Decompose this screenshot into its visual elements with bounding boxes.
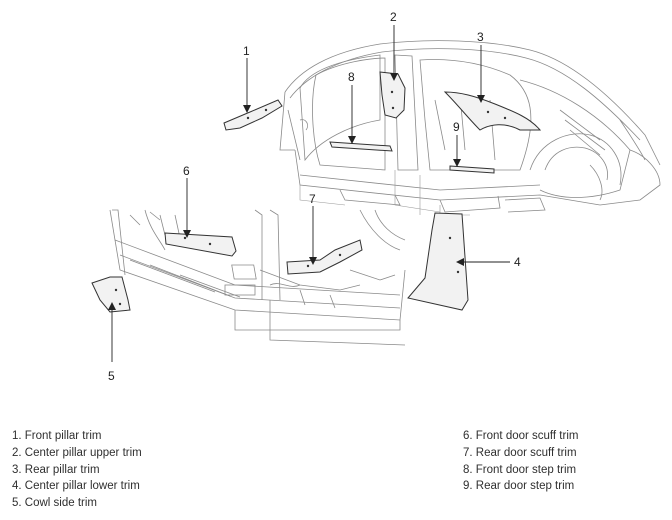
callout-2: 2 [390,10,397,24]
center-pillar-lower-trim-part [407,212,469,311]
callout-9: 9 [453,120,460,134]
front-door-scuff-trim-part [164,232,237,257]
legend-item: 8. Front door step trim [463,463,577,476]
upper-body-structure [279,40,661,213]
assembly-guide-lines [299,170,470,216]
callout-6: 6 [183,164,190,178]
legend-item: 6. Front door scuff trim [463,430,579,442]
legend-item: 1. Front pillar trim [12,430,102,442]
callout-7: 7 [309,192,316,206]
legend-item: 2. Center pillar upper trim [12,446,142,459]
cowl-side-trim-part [91,276,131,313]
rear-door-step-trim-part [449,165,495,174]
callout-leaders [108,25,510,362]
legend-right-column: 6. Front door scuff trim 7. Rear door sc… [463,428,578,495]
legend-item: 3. Rear pillar trim [12,463,100,476]
fastener-dots [114,90,507,306]
callout-1: 1 [243,44,250,58]
legend-left-column: 1. Front pillar trim 2. Center pillar up… [12,428,142,512]
callout-3: 3 [477,30,484,44]
legend-item: 5. Cowl side trim [12,497,97,510]
callout-5: 5 [108,369,115,383]
rear-door-scuff-trim-part [286,239,363,275]
legend-item: 9. Rear door step trim [463,480,575,493]
callout-4: 4 [514,255,521,269]
callout-8: 8 [348,70,355,84]
front-pillar-trim-part [223,99,283,131]
trim-exploded-diagram: 1 2 3 4 5 6 7 8 9 [91,10,661,383]
legend-item: 4. Center pillar lower trim [12,480,140,493]
center-pillar-upper-trim-part [379,71,406,119]
lower-body-structure [109,209,406,346]
front-door-step-trim-part [329,141,393,152]
legend-item: 7. Rear door scuff trim [463,446,577,459]
callout-numbers: 1 2 3 4 5 6 7 8 9 [108,10,521,383]
